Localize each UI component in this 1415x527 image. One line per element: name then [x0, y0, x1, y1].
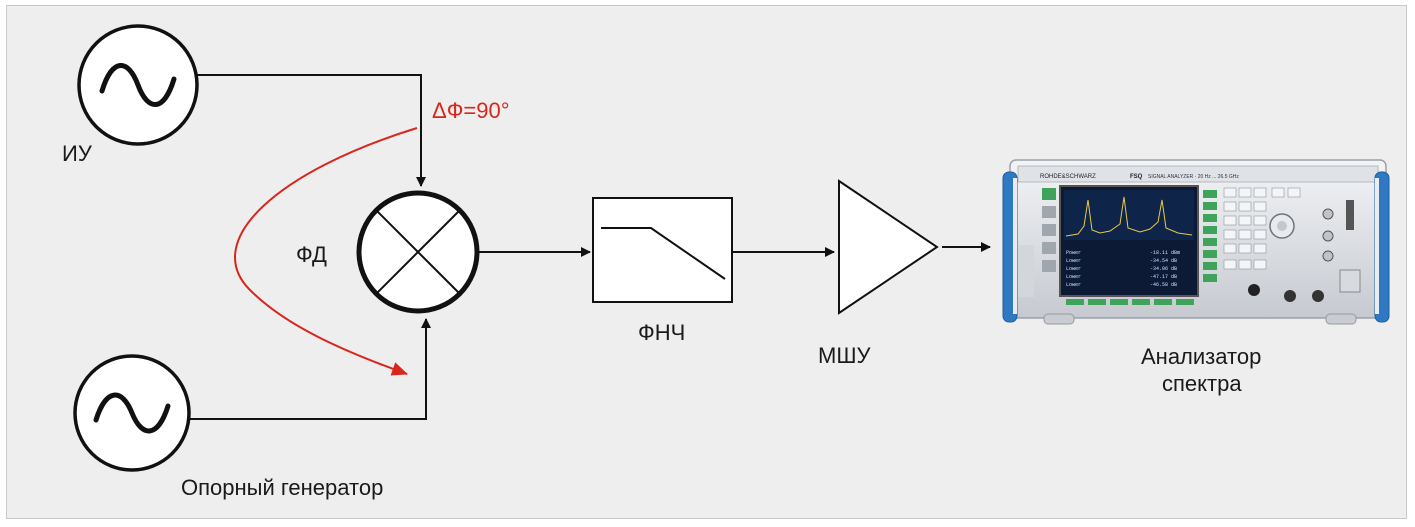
phase-detector-label: ФД: [296, 242, 327, 267]
reading-value-1: -34.54 dB: [1150, 258, 1177, 264]
low-pass-filter: [593, 198, 732, 302]
reading-value-4: -46.58 dB: [1150, 282, 1177, 288]
analyzer-label-line1: Анализатор: [1141, 344, 1261, 369]
reading-name-4: Lower: [1066, 282, 1081, 288]
reading-name-0: Power: [1066, 250, 1081, 256]
iu-oscillator: [79, 26, 197, 144]
iu-label: ИУ: [62, 141, 93, 166]
iu-signal-wire: [197, 75, 421, 186]
phase-detector: [359, 193, 477, 311]
reading-value-2: -34.06 dB: [1150, 266, 1177, 272]
reading-name-1: Lower: [1066, 258, 1081, 264]
reading-value-3: -47.17 dB: [1150, 274, 1177, 280]
subtitle-label: SIGNAL ANALYZER · 20 Hz ... 26.5 GHz: [1148, 174, 1239, 180]
lpf-label: ФНЧ: [638, 320, 685, 345]
reference-oscillator: [75, 356, 189, 470]
ref-gen-label: Опорный генератор: [181, 475, 383, 500]
reading-value-0: -18.11 dBm: [1150, 250, 1180, 256]
reading-name-2: Lower: [1066, 266, 1081, 272]
model-label: FSQ: [1130, 174, 1143, 180]
analyzer-label-line2: спектра: [1162, 371, 1242, 396]
spectrum-analyzer-device: ROHDE&SCHWARZ FSQ SIGNAL ANALYZER · 20 H…: [1003, 160, 1389, 324]
amplifier: [839, 181, 937, 313]
brand-label: ROHDE&SCHWARZ: [1040, 174, 1096, 180]
phase-shift-label: ΔФ=90°: [432, 98, 510, 123]
lna-label: МШУ: [818, 343, 871, 368]
reading-name-3: Lower: [1066, 274, 1081, 280]
